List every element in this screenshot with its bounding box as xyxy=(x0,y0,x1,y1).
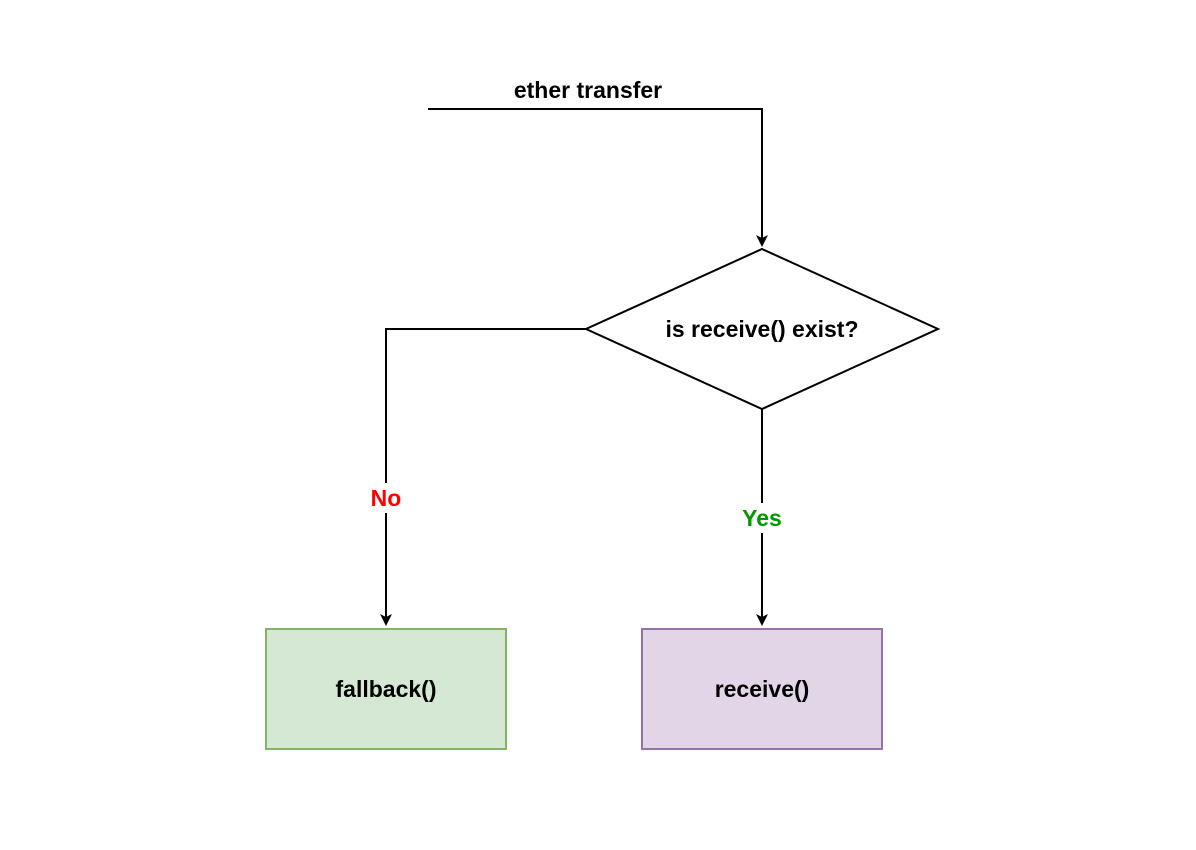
no-branch-label: No xyxy=(371,485,402,511)
entry-edge xyxy=(428,108,768,247)
no-label-bg xyxy=(364,483,408,513)
decision-text: is receive() exist? xyxy=(665,316,858,342)
no-branch-edge xyxy=(380,328,586,626)
fallback-text: fallback() xyxy=(336,676,437,702)
fallback-box xyxy=(265,628,507,750)
entry-label: ether transfer xyxy=(514,77,662,103)
receive-box xyxy=(641,628,883,750)
yes-label-bg xyxy=(734,503,790,533)
receive-text: receive() xyxy=(715,676,810,702)
yes-branch-label: Yes xyxy=(742,505,782,531)
